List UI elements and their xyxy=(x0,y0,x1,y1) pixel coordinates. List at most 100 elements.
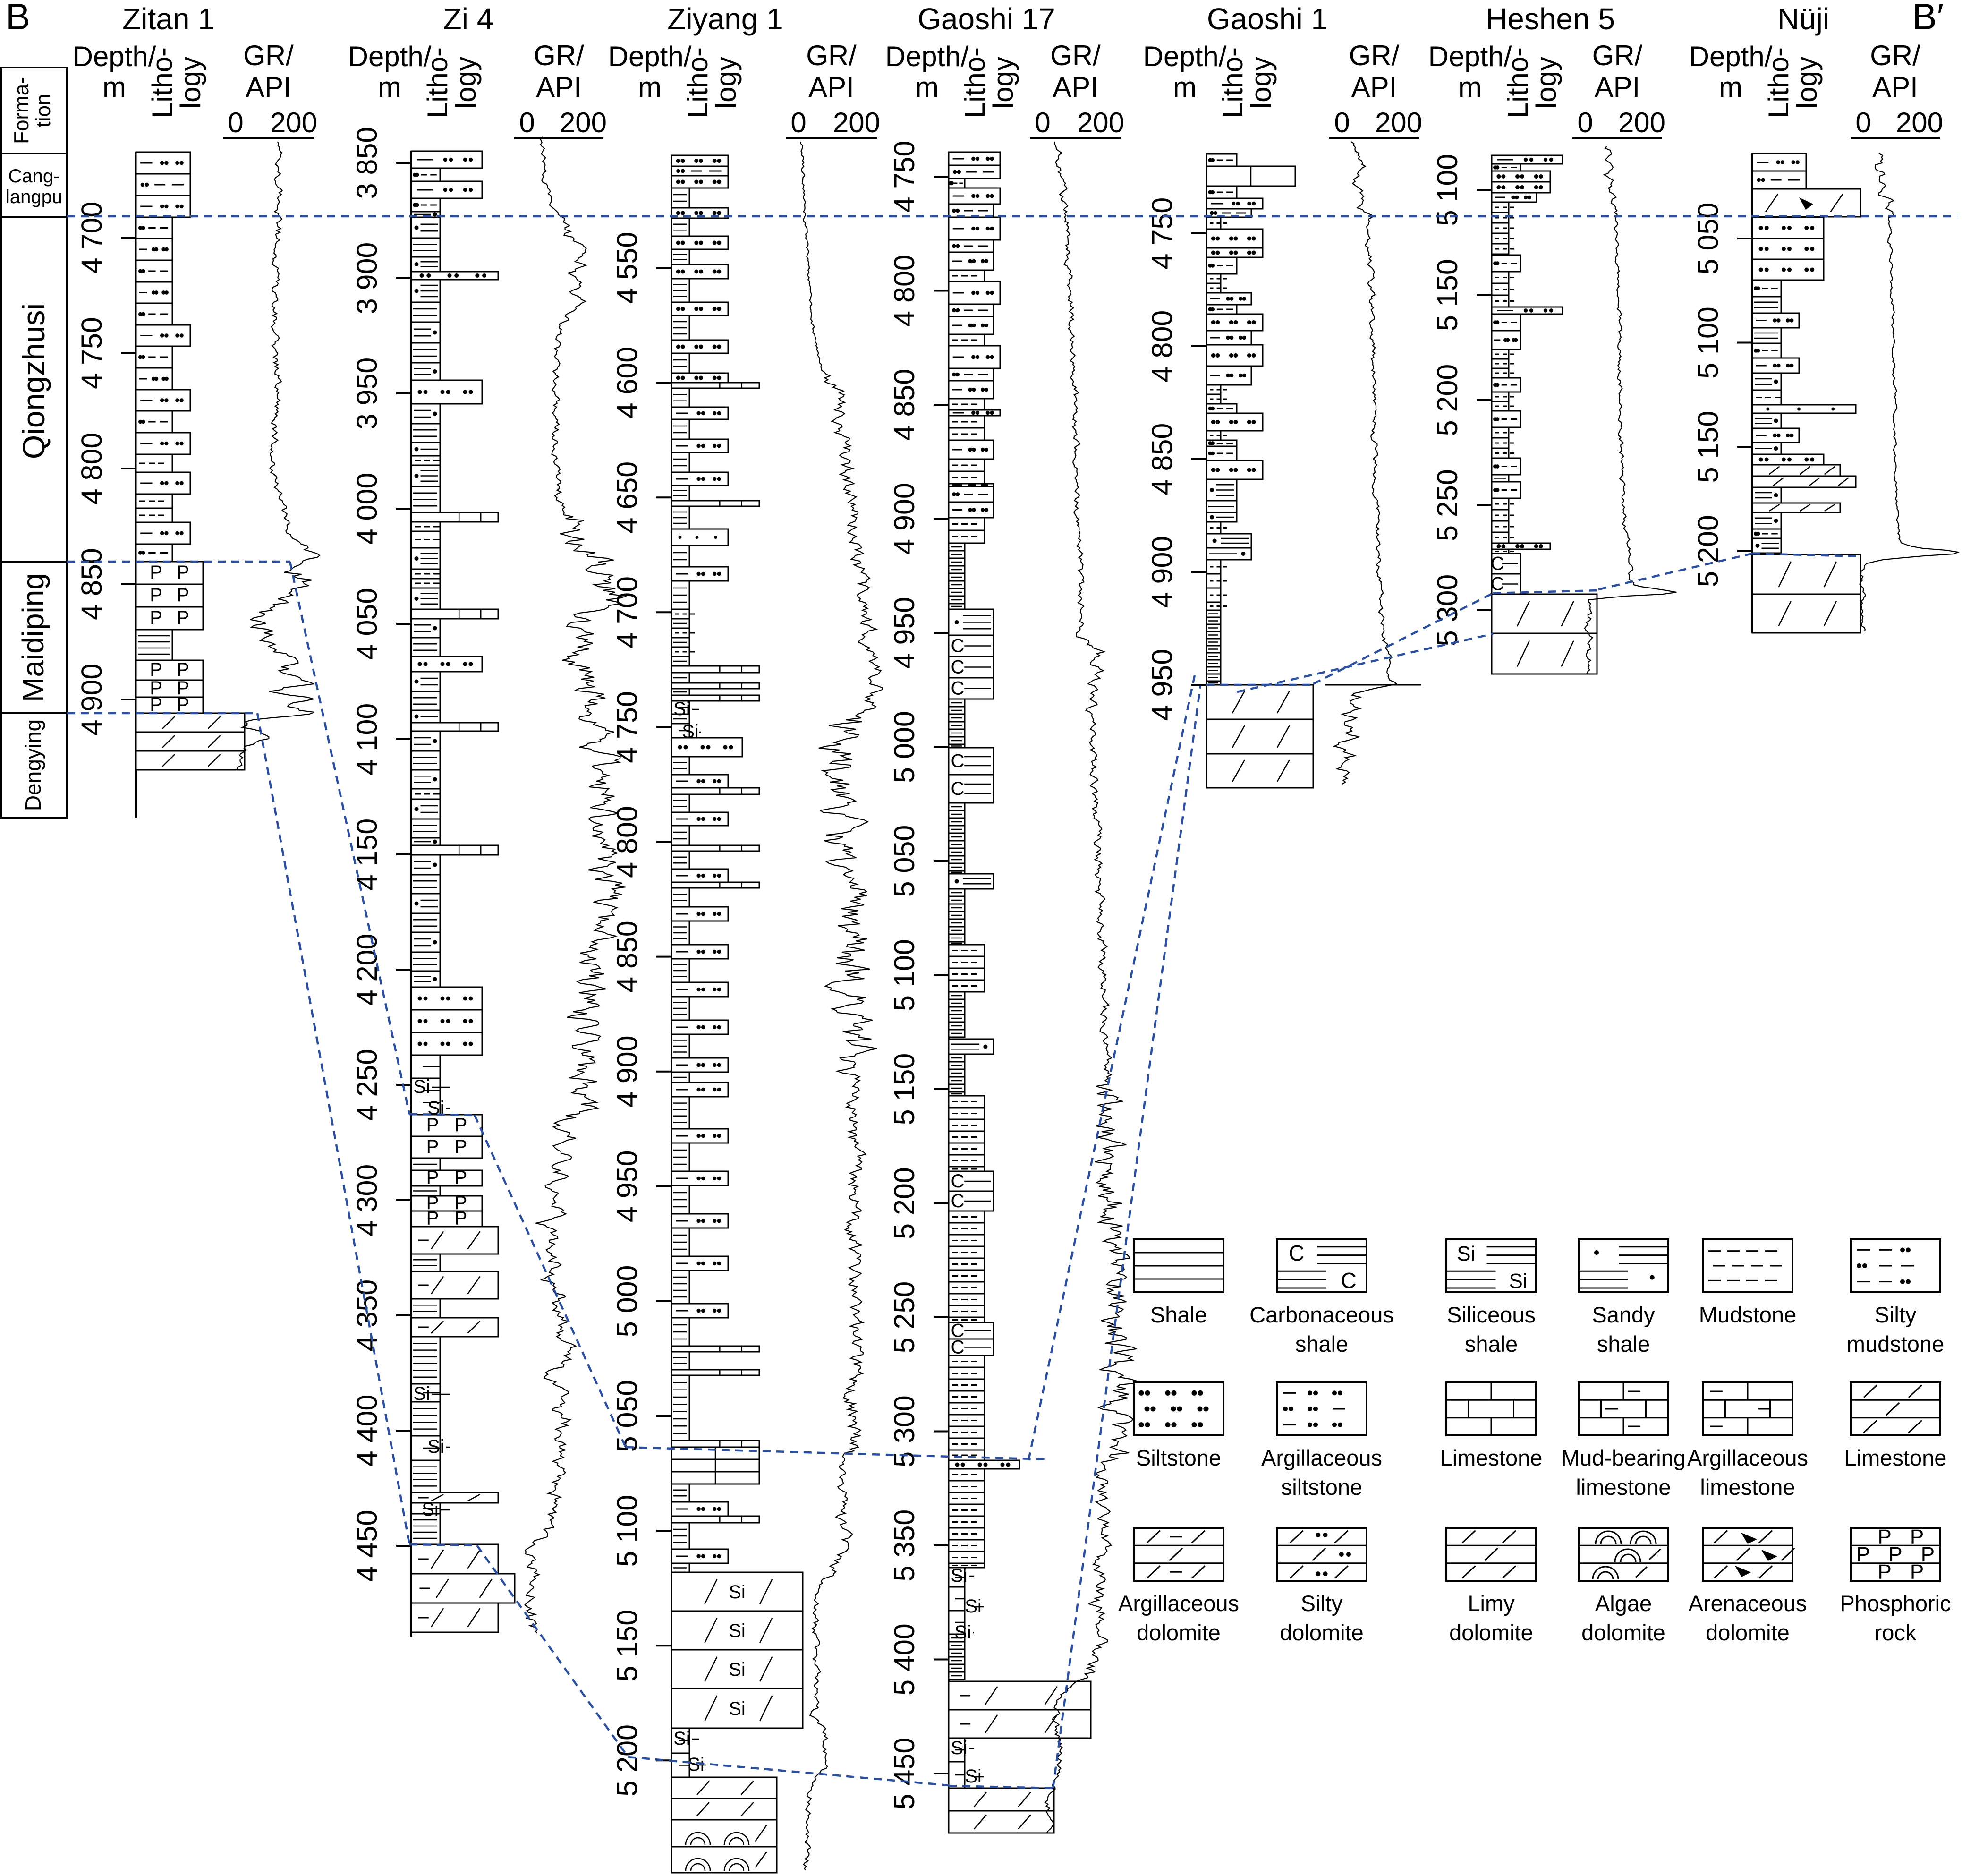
svg-text:API: API xyxy=(246,71,291,103)
svg-text:5 050: 5 050 xyxy=(888,825,920,897)
svg-text:5 150: 5 150 xyxy=(1431,259,1463,331)
svg-text:0: 0 xyxy=(790,107,806,138)
svg-text:Siliceous: Siliceous xyxy=(1447,1302,1536,1327)
svg-text:logy: logy xyxy=(1791,57,1823,109)
svg-text:5 050: 5 050 xyxy=(1692,203,1724,275)
svg-text:dolomite: dolomite xyxy=(1581,1620,1665,1645)
svg-text:P: P xyxy=(150,659,162,680)
svg-text:C: C xyxy=(951,1337,965,1358)
svg-text:200: 200 xyxy=(1375,107,1422,138)
svg-text:P: P xyxy=(426,1193,439,1213)
svg-text:Zitan 1: Zitan 1 xyxy=(122,2,215,36)
svg-text:4 950: 4 950 xyxy=(611,1150,643,1222)
svg-text:5 200: 5 200 xyxy=(1692,515,1724,587)
svg-text:API: API xyxy=(1872,71,1918,103)
svg-text:Si: Si xyxy=(951,1565,968,1586)
svg-text:Depth/: Depth/ xyxy=(73,41,156,72)
svg-text:Carbonaceous: Carbonaceous xyxy=(1249,1302,1394,1327)
svg-text:Depth/: Depth/ xyxy=(1143,41,1227,72)
svg-text:limestone: limestone xyxy=(1576,1475,1671,1500)
svg-text:Si: Si xyxy=(729,1620,746,1641)
svg-text:3 900: 3 900 xyxy=(351,242,383,315)
svg-text:4 800: 4 800 xyxy=(611,806,643,878)
svg-text:P: P xyxy=(1910,1560,1924,1584)
svg-text:4 550: 4 550 xyxy=(611,232,643,304)
svg-text:Argillaceous: Argillaceous xyxy=(1118,1591,1239,1616)
svg-text:P: P xyxy=(177,562,189,583)
svg-text:GR/: GR/ xyxy=(1050,40,1101,71)
svg-text:P: P xyxy=(1910,1526,1924,1549)
svg-text:Si: Si xyxy=(729,1582,746,1603)
svg-text:Si: Si xyxy=(954,1622,971,1643)
svg-text:Litho-: Litho- xyxy=(1217,47,1249,118)
svg-text:4 750: 4 750 xyxy=(76,317,108,389)
svg-text:Silty: Silty xyxy=(1301,1591,1343,1616)
svg-text:Forma-tion: Forma-tion xyxy=(10,77,55,144)
svg-text:4 900: 4 900 xyxy=(888,483,920,555)
svg-text:Si: Si xyxy=(729,1659,746,1680)
svg-text:P: P xyxy=(426,1168,439,1188)
svg-text:4 800: 4 800 xyxy=(76,433,108,505)
svg-text:Limestone: Limestone xyxy=(1844,1445,1947,1470)
svg-text:5 200: 5 200 xyxy=(888,1167,920,1239)
svg-text:Litho-: Litho- xyxy=(1763,47,1794,118)
svg-text:C: C xyxy=(951,657,965,678)
svg-text:API: API xyxy=(1351,71,1397,103)
svg-text:200: 200 xyxy=(1896,107,1943,138)
svg-text:4 050: 4 050 xyxy=(351,588,383,660)
svg-text:Siltstone: Siltstone xyxy=(1136,1445,1221,1470)
svg-text:shale: shale xyxy=(1465,1331,1518,1356)
svg-text:5 200: 5 200 xyxy=(611,1724,643,1797)
svg-text:C: C xyxy=(951,1321,965,1341)
svg-text:C: C xyxy=(1491,574,1504,595)
svg-text:0: 0 xyxy=(519,107,535,138)
svg-text:dolomite: dolomite xyxy=(1706,1620,1790,1645)
svg-text:rock: rock xyxy=(1875,1620,1917,1645)
svg-text:4 350: 4 350 xyxy=(351,1279,383,1352)
svg-text:C: C xyxy=(951,778,965,799)
svg-text:Argillaceous: Argillaceous xyxy=(1261,1445,1382,1470)
svg-text:C: C xyxy=(951,636,965,657)
svg-text:Heshen 5: Heshen 5 xyxy=(1486,2,1615,36)
svg-text:4 450: 4 450 xyxy=(351,1510,383,1582)
svg-text:m: m xyxy=(1458,71,1482,103)
svg-text:API: API xyxy=(536,71,582,103)
svg-text:P: P xyxy=(426,1115,439,1135)
svg-text:P: P xyxy=(455,1136,467,1157)
svg-text:GR/: GR/ xyxy=(1592,40,1643,71)
svg-text:Phosphoric: Phosphoric xyxy=(1840,1591,1951,1616)
svg-text:Cang-: Cang- xyxy=(8,166,60,187)
svg-text:Limy: Limy xyxy=(1468,1591,1515,1616)
svg-text:5 350: 5 350 xyxy=(888,1509,920,1582)
svg-text:4 800: 4 800 xyxy=(1146,310,1178,383)
svg-text:Limestone: Limestone xyxy=(1440,1445,1543,1470)
svg-text:Depth/: Depth/ xyxy=(885,41,969,72)
svg-text:4 650: 4 650 xyxy=(611,461,643,534)
svg-text:Zi 4: Zi 4 xyxy=(443,2,494,36)
svg-text:P: P xyxy=(177,678,189,699)
svg-text:Silty: Silty xyxy=(1875,1302,1917,1327)
svg-text:m: m xyxy=(378,71,401,103)
svg-text:5 100: 5 100 xyxy=(1692,307,1724,379)
svg-text:P: P xyxy=(455,1193,467,1213)
svg-text:C: C xyxy=(951,1191,965,1211)
svg-text:3 950: 3 950 xyxy=(351,358,383,430)
svg-text:GR/: GR/ xyxy=(1870,40,1920,71)
svg-text:Si: Si xyxy=(413,1383,430,1404)
svg-text:Sandy: Sandy xyxy=(1592,1302,1655,1327)
svg-text:shale: shale xyxy=(1597,1331,1650,1356)
svg-text:0: 0 xyxy=(1035,107,1050,138)
svg-text:Depth/: Depth/ xyxy=(608,41,692,72)
svg-text:P: P xyxy=(150,607,162,628)
svg-text:P: P xyxy=(150,678,162,699)
svg-text:4 950: 4 950 xyxy=(1146,649,1178,721)
svg-text:P: P xyxy=(426,1208,439,1229)
svg-text:4 150: 4 150 xyxy=(351,819,383,891)
svg-text:P: P xyxy=(1888,1543,1902,1566)
svg-text:4 750: 4 750 xyxy=(888,141,920,213)
svg-text:5 400: 5 400 xyxy=(888,1623,920,1696)
svg-text:P: P xyxy=(1921,1543,1935,1566)
svg-text:Dengying: Dengying xyxy=(21,719,45,811)
svg-text:C: C xyxy=(1289,1241,1304,1265)
svg-text:C: C xyxy=(1491,554,1504,574)
